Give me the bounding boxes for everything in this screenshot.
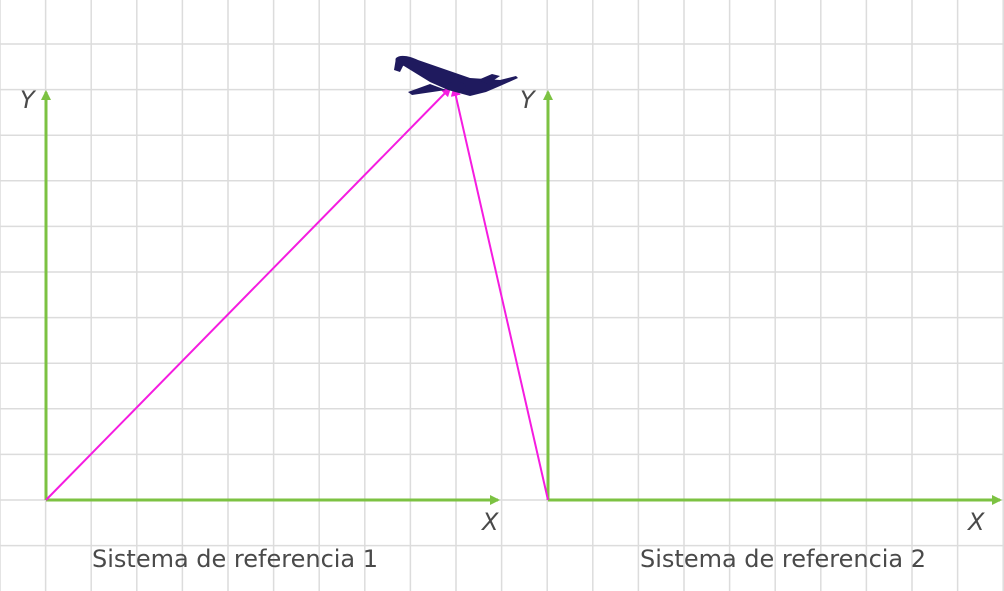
position-vector-frame-1 [45, 86, 452, 501]
position-vector-frame-2 [450, 86, 549, 501]
frame-1-y-axis-label: Y [20, 86, 37, 114]
frame-2-y-axis-label: Y [520, 86, 537, 114]
frame-1-x-axis-label: X [480, 508, 499, 536]
reference-frame-2: X Y Sistema de referencia 2 [520, 86, 1002, 573]
frame-2-caption: Sistema de referencia 2 [640, 545, 926, 573]
airplane-icon [394, 55, 518, 96]
frame-2-x-axis-label: X [966, 508, 985, 536]
reference-frame-1: X Y Sistema de referencia 1 [20, 86, 500, 573]
frame-1-caption: Sistema de referencia 1 [92, 545, 378, 573]
